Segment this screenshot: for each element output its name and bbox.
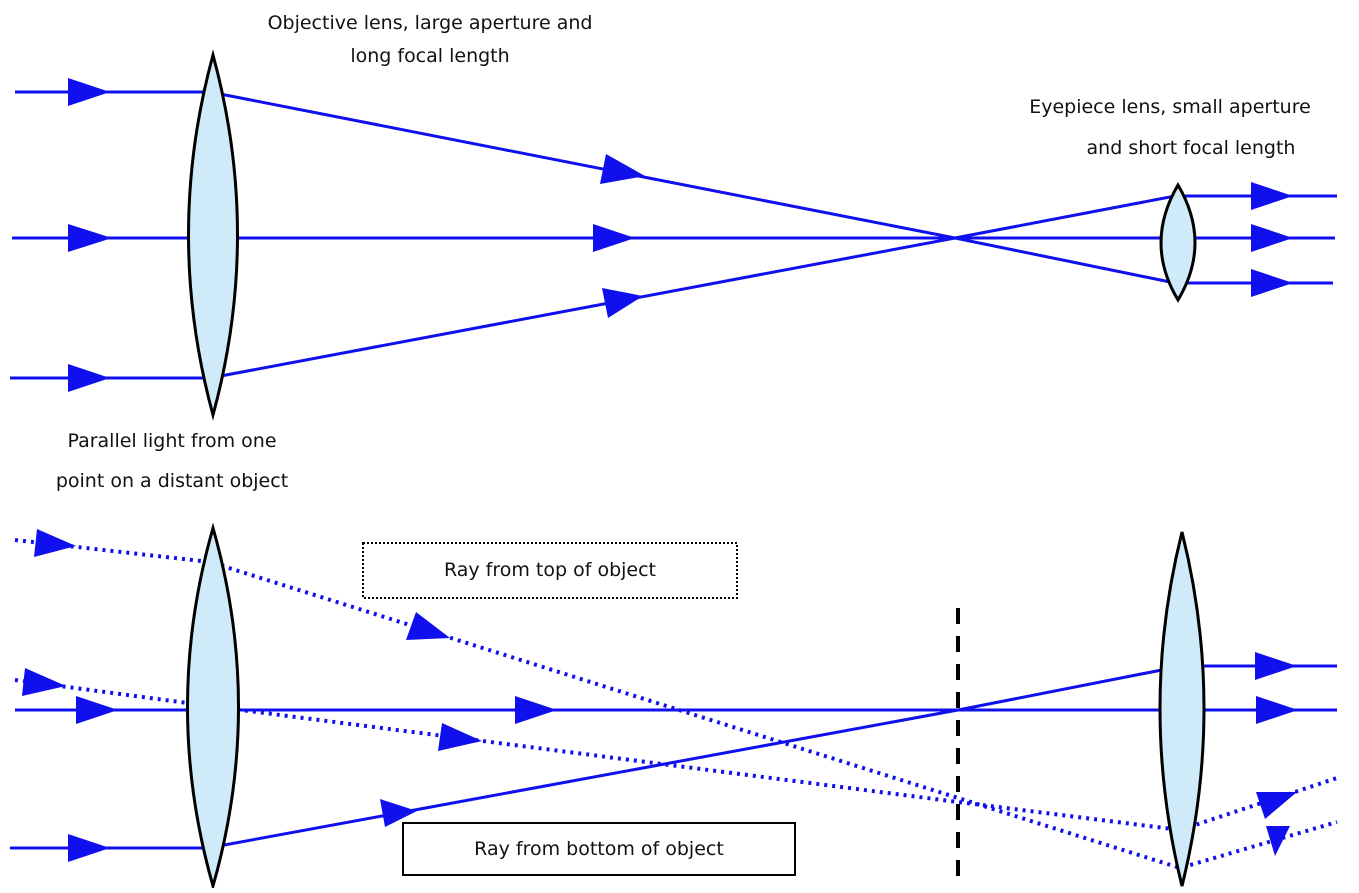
eyepiece-lens-upper (1159, 182, 1197, 303)
arrowhead (380, 799, 417, 827)
arrowhead (1266, 826, 1290, 856)
eyepiece-label-line2: and short focal length (1087, 137, 1296, 159)
eyepiece-lens-lower (1158, 531, 1206, 887)
lower-diagram (10, 522, 1338, 892)
arrowhead (1251, 224, 1293, 252)
lower-dotted-rays (14, 538, 1338, 871)
ray-bottom-label: Ray from bottom of object (474, 838, 724, 860)
arrowhead (22, 668, 66, 696)
arrowhead (602, 288, 643, 318)
upper-ray-bottom (10, 236, 1333, 380)
parallel-light-label-line2: point on a distant object (56, 470, 288, 492)
arrowhead (68, 224, 112, 252)
upper-arrowheads (68, 78, 1293, 392)
objective-label-line1: Objective lens, large aperture and (268, 12, 593, 34)
arrowhead (34, 529, 76, 557)
arrowhead (68, 834, 110, 862)
objective-lens-upper (187, 49, 239, 421)
upper-diagram (10, 49, 1337, 421)
ray-top-label-box (362, 542, 738, 599)
arrowhead (593, 224, 635, 252)
arrowhead (68, 78, 110, 106)
objective-lens-lower (186, 522, 240, 892)
dotted-ray-top (14, 538, 1338, 871)
eyepiece-label-line1: Eyepiece lens, small aperture (1029, 96, 1311, 118)
arrowhead (515, 696, 557, 724)
arrowhead (1251, 182, 1293, 210)
lower-arrowheads (22, 529, 1298, 862)
arrowhead (438, 723, 482, 751)
arrowhead (600, 154, 645, 184)
arrowhead (1251, 269, 1293, 297)
ray-top-label: Ray from top of object (444, 559, 656, 581)
arrowhead (68, 364, 110, 392)
lower-ray-bottom (10, 664, 1337, 850)
arrowhead (1255, 652, 1297, 680)
arrowhead (1256, 792, 1297, 819)
parallel-light-label-line1: Parallel light from one (67, 430, 276, 452)
arrowhead (1256, 696, 1298, 724)
objective-label-line2: long focal length (350, 45, 509, 67)
arrowhead (406, 612, 450, 640)
labels: Objective lens, large aperture and long … (56, 12, 1311, 860)
arrowhead (76, 696, 118, 724)
ray-bottom-label-box (402, 822, 796, 876)
